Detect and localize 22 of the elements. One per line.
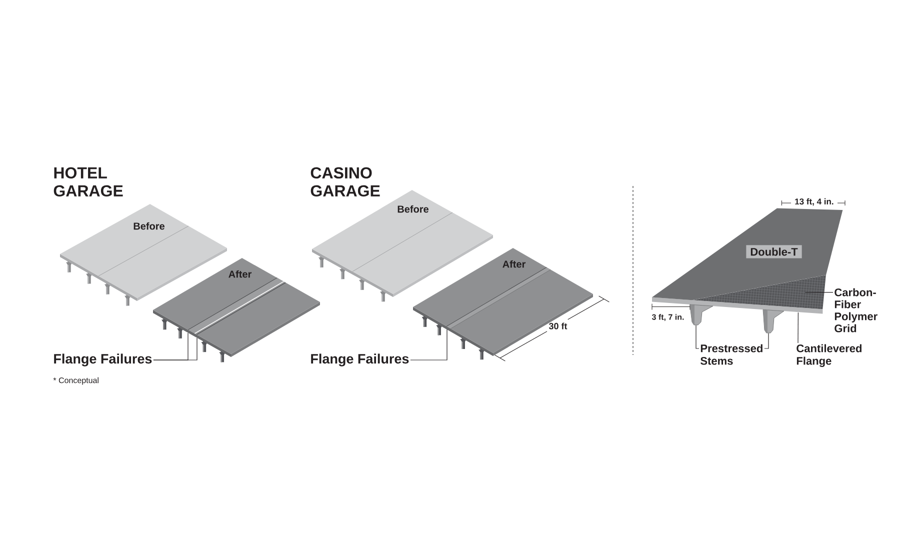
slab-label: Before [134, 222, 164, 230]
beam-stem [762, 309, 784, 334]
leader-line [153, 338, 198, 360]
callout-label: Prestressed Stems [700, 344, 762, 365]
leader-line [804, 292, 834, 293]
callout-label: Carbon-Fiber Polymer Grid [834, 288, 878, 332]
callout-label: Flange Failures [54, 354, 152, 366]
callout-label: Cantilevered Flange [796, 344, 862, 368]
footnote: * Conceptual [53, 377, 98, 385]
leader-line [410, 329, 448, 360]
leader-line [696, 324, 700, 349]
slab-label: After [228, 270, 252, 278]
heading: CASINO GARAGE [310, 167, 380, 197]
slab-label: Before [398, 205, 428, 213]
dimension-label: 30 ft [548, 322, 568, 330]
label-box: Double-T [746, 245, 802, 258]
slab-label: After [502, 260, 526, 268]
callout-label: Flange Failures [311, 354, 409, 366]
beam-stem [690, 304, 714, 326]
dimension-label: 13 ft, 4 in. [795, 198, 834, 206]
heading: HOTEL GARAGE [54, 167, 123, 197]
leader-line [764, 332, 769, 349]
